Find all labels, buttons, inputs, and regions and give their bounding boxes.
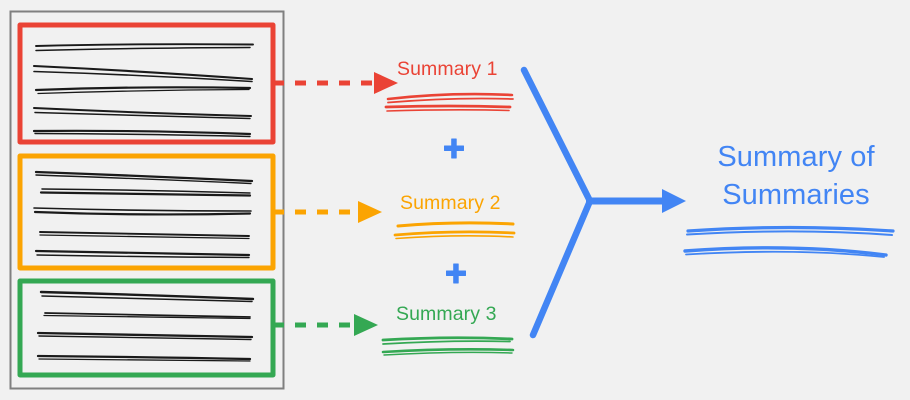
summary-squiggle-red xyxy=(384,92,514,112)
plus-operator-1 xyxy=(444,138,464,159)
summary-2-label: Summary 2 xyxy=(400,192,501,214)
summary-1-label: Summary 1 xyxy=(397,58,498,80)
merge-arrow xyxy=(520,66,686,339)
dashed-arrow-green xyxy=(273,314,378,336)
summary-3-label: Summary 3 xyxy=(396,303,497,325)
final-output-label-line-2: Summaries xyxy=(722,179,870,211)
plus-operator-2 xyxy=(446,263,466,284)
final-output-label-line-1: Summary of xyxy=(717,141,875,173)
dashed-arrow-orange xyxy=(273,201,382,223)
dashed-arrow-red xyxy=(273,72,398,94)
section-text-lines-orange xyxy=(33,170,254,259)
section-text-lines-green xyxy=(36,290,255,362)
summary-squiggle-orange xyxy=(393,221,516,240)
section-text-lines-red xyxy=(32,43,254,138)
source-document-panel-frame xyxy=(9,10,285,390)
final-squiggle xyxy=(683,225,895,258)
summary-squiggle-green xyxy=(381,336,515,356)
section-box-green[interactable] xyxy=(17,278,276,378)
section-box-red[interactable] xyxy=(17,22,276,145)
final-output-label: Summary of Summaries xyxy=(701,138,891,214)
